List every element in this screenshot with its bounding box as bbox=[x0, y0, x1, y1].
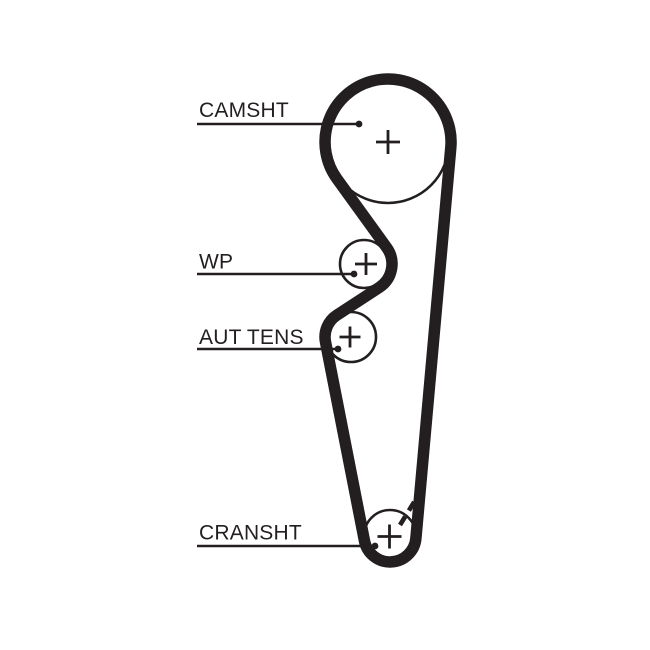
pulley-center-crosses bbox=[339, 130, 402, 549]
cransht-label: CRANSHT bbox=[199, 522, 302, 545]
pulley-labels: CAMSHT WP AUT TENS CRANSHT bbox=[199, 99, 304, 545]
wp-label: WP bbox=[199, 251, 233, 274]
leader-lines bbox=[197, 120, 379, 550]
camshaft-center-cross-icon bbox=[376, 130, 400, 154]
wp-leader-dot-icon bbox=[350, 270, 358, 278]
water-pump-center-cross-icon bbox=[355, 253, 377, 275]
cransht-leader-dot-icon bbox=[371, 542, 379, 550]
crankshaft-center-cross-icon bbox=[377, 524, 402, 549]
camsht-leader-dot-icon bbox=[355, 120, 363, 128]
aut-tens-label: AUT TENS bbox=[199, 326, 304, 349]
camsht-label: CAMSHT bbox=[199, 99, 289, 122]
tensioner-center-cross-icon bbox=[339, 326, 361, 348]
crank-timing-mark-icon bbox=[398, 497, 418, 527]
timing-belt-path bbox=[319, 73, 457, 568]
aut-tens-leader-dot-icon bbox=[334, 345, 342, 353]
